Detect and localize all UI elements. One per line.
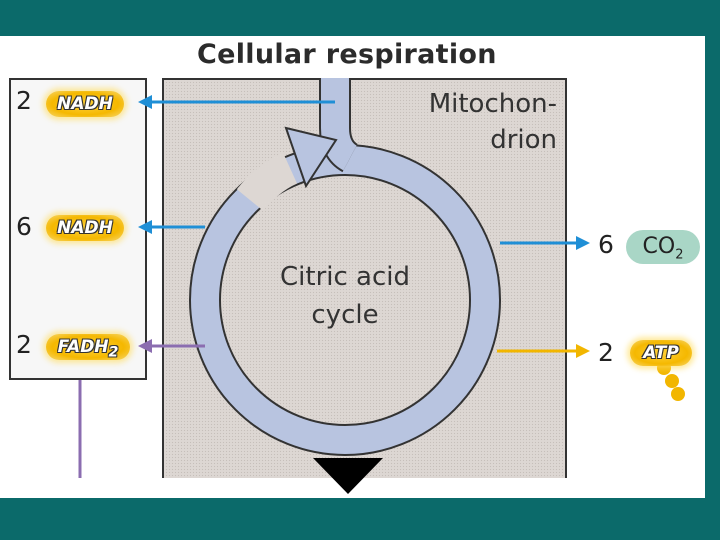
atp-count: 2: [598, 338, 614, 367]
co2-arrow: [500, 236, 590, 250]
mitochondrion-label-line1: Mitochon-: [428, 89, 557, 119]
fadh2-badge: FADH2: [46, 334, 130, 360]
mitochondrion-label: Mitochon- drion: [392, 86, 557, 158]
nadh-arrow-1: [138, 95, 335, 109]
diagram-title: Cellular respiration: [197, 39, 497, 70]
nadh-badge-1: NADH: [46, 91, 124, 117]
atp-arrow: [497, 344, 590, 358]
output-down-arrow: [313, 458, 383, 494]
mitochondrion-label-line2: drion: [490, 125, 557, 155]
co2-count: 6: [598, 230, 614, 259]
nadh-count-1: 2: [16, 86, 32, 115]
cycle-label-line1: Citric acid: [280, 262, 410, 292]
nadh-arrow-2: [138, 220, 205, 234]
cycle-arrowhead: [236, 126, 338, 212]
cycle-label-line2: cycle: [311, 300, 379, 330]
atp-badge: ATP: [630, 340, 692, 366]
co2-badge-text: CO: [642, 234, 676, 259]
cycle-label: Citric acid cycle: [250, 258, 440, 334]
fadh2-count: 2: [16, 330, 32, 359]
fadh2-badge-text: FADH: [57, 337, 109, 357]
nadh-count-2: 6: [16, 212, 32, 241]
atp-phosphate-tail-icon: [657, 361, 685, 401]
fadh2-arrow: [138, 339, 205, 353]
citric-acid-cycle-ring: [189, 78, 501, 456]
nadh-badge-2: NADH: [46, 215, 124, 241]
co2-badge: CO2: [626, 230, 700, 264]
co2-subscript: 2: [675, 247, 684, 263]
fadh2-subscript: 2: [108, 344, 119, 361]
